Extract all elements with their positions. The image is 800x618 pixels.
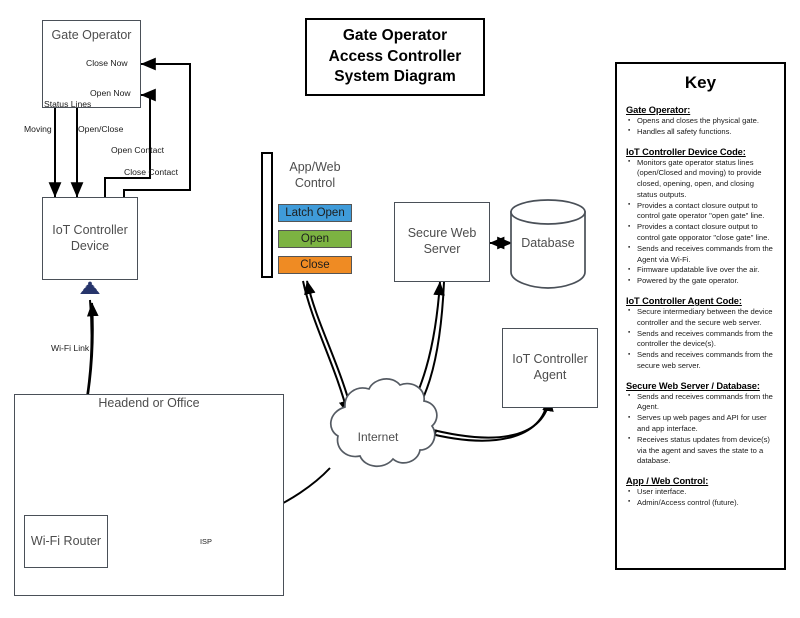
key-section-list: Sends and receives commands from the Age… — [626, 391, 775, 467]
key-section-heading: IoT Controller Agent Code: — [626, 295, 742, 306]
node-iot-controller-device-label-2: Device — [70, 238, 110, 253]
wire-label-open-now: Open Now — [90, 88, 131, 98]
key-list-item: User interface. — [626, 487, 775, 498]
wire-label-close-contact: Close Contact — [124, 167, 178, 177]
app-web-control-label-1: App/Web — [289, 160, 341, 174]
key-list-item: Receives status updates from device(s) v… — [626, 434, 775, 467]
key-list-item: Firmware updatable live over the air. — [626, 265, 775, 276]
key-list-item: Provides a contact closure output to con… — [626, 200, 775, 223]
title-line-3: System Diagram — [334, 68, 456, 86]
key-section-heading: Gate Operator: — [626, 105, 691, 115]
key-sections: Gate Operator:Opens and closes the physi… — [626, 105, 775, 509]
key-list-item: Provides a contact closure output to con… — [626, 222, 775, 244]
title-line-2: Access Controller — [328, 47, 462, 65]
key-list-item: Admin/Access control (future). — [626, 497, 775, 509]
key-list-item: Monitors gate operator status lines (ope… — [626, 157, 775, 201]
key-panel-title: Key — [684, 73, 717, 92]
key-section: App / Web Control:User interface.Admin/A… — [626, 476, 775, 509]
key-section: IoT Controller Agent Code:Secure interme… — [626, 296, 775, 372]
latch-open-button[interactable]: Latch Open — [278, 204, 352, 222]
wifi-signal-icon-device — [80, 281, 100, 294]
key-list-item: Sends and receives commands from the Age… — [626, 391, 775, 414]
node-secure-web-server-label-1: Secure Web — [407, 226, 477, 241]
node-iot-controller-agent: IoT Controller Agent — [502, 328, 598, 408]
group-headend-or-office-label: Headend or Office — [98, 396, 200, 410]
key-section-list: User interface.Admin/Access control (fut… — [626, 487, 775, 509]
key-list-item: Opens and closes the physical gate. — [626, 116, 775, 127]
node-secure-web-server-label-2: Server — [423, 242, 461, 256]
key-list-item: Powered by the gate operator. — [626, 276, 775, 287]
wire-label-wifi-link: Wi-Fi Link — [51, 343, 90, 353]
close-button[interactable]: Close — [278, 256, 352, 274]
node-gate-operator: Gate Operator — [42, 20, 141, 108]
app-web-control-label-2: Control — [294, 175, 336, 190]
node-iot-controller-agent-label-1: IoT Controller — [512, 352, 588, 367]
open-button[interactable]: Open — [278, 230, 352, 248]
node-internet-label: Internet — [357, 430, 399, 444]
key-list-item: Sends and receives commands from the con… — [626, 328, 775, 351]
node-iot-controller-agent-label-2: Agent — [533, 368, 567, 382]
key-section-heading: IoT Controller Device Code: — [626, 146, 746, 157]
key-list-item: Secure intermediary between the device c… — [626, 306, 775, 329]
internet-cloud-shape — [330, 378, 438, 467]
node-gate-operator-label: Gate Operator — [51, 28, 132, 42]
key-section-list: Opens and closes the physical gate.Handl… — [626, 116, 775, 138]
key-section: Secure Web Server / Database:Sends and r… — [626, 381, 775, 467]
node-app-web-control-label: App/Web Control — [275, 160, 355, 191]
wire-label-status-lines: Status Lines — [44, 99, 92, 109]
node-iot-controller-device: IoT Controller Device — [42, 197, 138, 280]
title-block: Gate Operator Access Controller System D… — [305, 18, 485, 96]
wire-label-open-contact: Open Contact — [111, 145, 165, 155]
node-database-label: Database — [521, 236, 575, 250]
key-section-list: Monitors gate operator status lines (ope… — [626, 157, 775, 287]
node-secure-web-server: Secure Web Server — [394, 202, 490, 282]
key-panel: Key Gate Operator:Opens and closes the p… — [615, 62, 786, 570]
node-wifi-router: Wi-Fi Router — [24, 515, 108, 568]
key-list-item: Sends and receives commands from the Age… — [626, 243, 775, 266]
key-list-item: Sends and receives commands from the sec… — [626, 350, 775, 372]
key-section-heading: Secure Web Server / Database: — [626, 380, 760, 391]
node-wifi-router-label: Wi-Fi Router — [30, 533, 102, 548]
key-list-item: Handles all safety functions. — [626, 126, 775, 138]
wire-label-open-close: Open/Close — [78, 124, 124, 134]
wire-label-isp: ISP — [200, 537, 212, 546]
key-section: IoT Controller Device Code:Monitors gate… — [626, 147, 775, 287]
node-iot-controller-device-label-1: IoT Controller — [52, 222, 128, 237]
key-section-list: Secure intermediary between the device c… — [626, 306, 775, 372]
wire-label-moving: Moving — [24, 124, 52, 134]
key-section-heading: App / Web Control: — [626, 476, 709, 487]
title-line-1: Gate Operator — [342, 27, 448, 45]
wire-label-close-now: Close Now — [86, 58, 128, 68]
key-list-item: Serves up web pages and API for user and… — [626, 413, 775, 435]
key-section: Gate Operator:Opens and closes the physi… — [626, 105, 775, 138]
